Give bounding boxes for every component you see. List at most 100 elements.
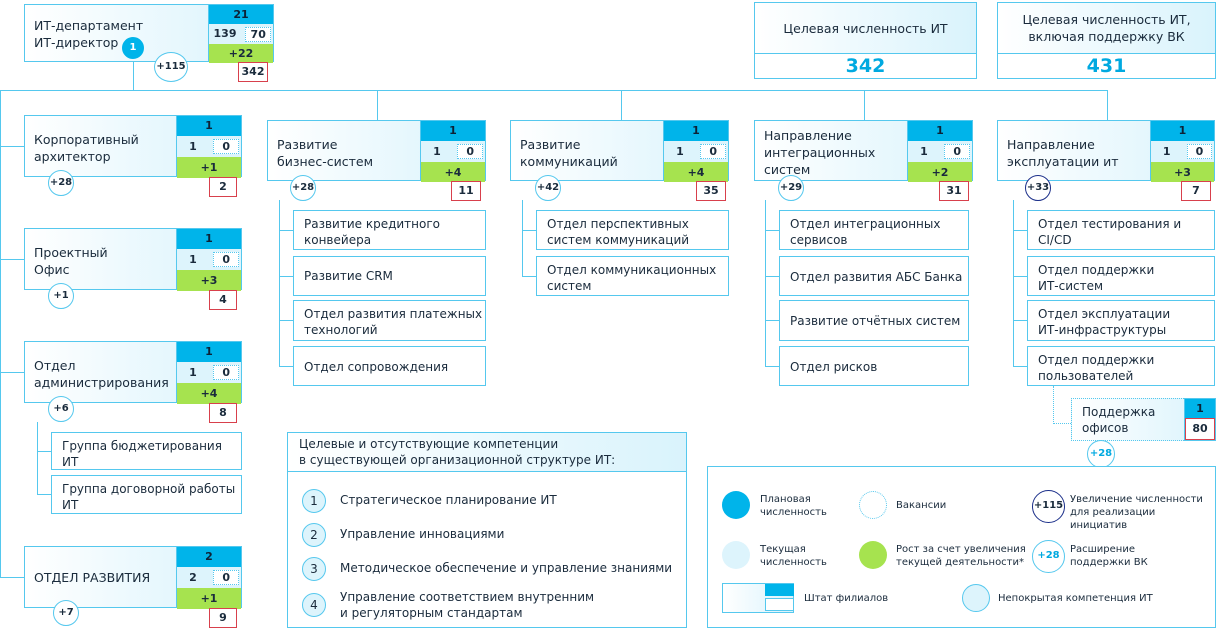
- unit-headcount-badge: 1 1 0 +2: [907, 120, 973, 182]
- initiative-swatch: +115: [1032, 490, 1065, 523]
- initiative-badge: +29: [778, 175, 804, 201]
- unit-total-headcount: 4: [209, 290, 237, 310]
- unit-title: Корпоративный архитектор: [34, 132, 139, 164]
- growth-count: +2: [908, 162, 972, 182]
- dept-prospective-comm: Отдел перспективных систем коммуникаций: [536, 210, 729, 250]
- current-headcount: 1: [189, 253, 197, 266]
- initiative-badge: +28: [290, 175, 316, 201]
- planned-headcount: 1: [1151, 121, 1214, 141]
- target-label: Целевая численность ИТ: [755, 3, 976, 54]
- vacancies-swatch: [859, 491, 887, 519]
- growth-count: +4: [421, 162, 485, 182]
- top-initiative-badge: +115: [154, 52, 188, 82]
- growth-swatch: [859, 541, 887, 569]
- target-box-it-vk: Целевая численность ИТ, включая поддержк…: [997, 2, 1216, 79]
- planned-headcount: 1: [177, 116, 241, 136]
- vacancies-count: 0: [1186, 144, 1212, 159]
- unit-total-headcount: 11: [451, 181, 481, 201]
- growth-count: +22: [209, 44, 273, 63]
- current-headcount: 139: [213, 27, 237, 40]
- unit-total-headcount: 7: [1181, 181, 1211, 201]
- main-horizontal-line: [0, 90, 1108, 91]
- office-support-connector: [1053, 386, 1071, 424]
- it-department-title: ИТ-департамент ИТ-директор: [34, 18, 144, 50]
- dept-risks: Отдел рисков: [779, 346, 969, 386]
- legend-expansion: Расширение поддержки ВК: [1070, 544, 1148, 568]
- initiative-badge: +28: [48, 170, 74, 196]
- competency-number: 4: [302, 593, 326, 617]
- competencies-panel: Целевые и отсутствующие компетенции в су…: [287, 432, 687, 628]
- competency-text: Управление соответствием внутренним и ре…: [340, 590, 595, 620]
- unit-title: ОТДЕЛ РАЗВИТИЯ: [34, 570, 151, 585]
- unit-title: Развитие коммуникаций: [520, 137, 618, 169]
- planned-headcount: 2: [177, 547, 241, 567]
- unit-total-headcount: 2: [209, 177, 237, 197]
- legend-vacancies: Вакансии: [896, 500, 947, 511]
- planned-headcount: 1: [908, 121, 972, 141]
- dept-crm: Развитие CRM: [293, 256, 486, 296]
- competencies-header: Целевые и отсутствующие компетенции в су…: [287, 432, 687, 472]
- drop-to-col-1: [377, 90, 378, 120]
- initiative-badge: +7: [53, 600, 79, 626]
- growth-count: +4: [177, 383, 241, 404]
- current-headcount: 1: [433, 145, 441, 158]
- legend-current: Текущая численность: [760, 544, 827, 568]
- current-headcount: 1: [676, 145, 684, 158]
- planned-headcount: 1: [177, 342, 241, 362]
- planned-swatch: [722, 491, 750, 519]
- uncovered-swatch: [962, 584, 990, 612]
- unit-total-headcount: 9: [209, 608, 237, 628]
- growth-count: +3: [1151, 162, 1214, 182]
- current-headcount: 2: [189, 571, 197, 584]
- office-support-badge: 1 80: [1184, 398, 1216, 441]
- competency-number: 2: [302, 523, 326, 547]
- initiative-badge: +33: [1025, 175, 1051, 201]
- competency-text: Методическое обеспечение и управление зн…: [340, 561, 673, 575]
- planned-headcount: 1: [1185, 399, 1215, 418]
- unit-title: Развитие бизнес-систем: [277, 137, 373, 169]
- current-headcount: 1: [1162, 145, 1171, 158]
- dept-reporting-systems: Развитие отчётных систем: [779, 300, 969, 341]
- trunk-to-unit-2: [0, 259, 24, 260]
- legend-initiative: Увеличение численности для реализации ин…: [1070, 494, 1203, 531]
- competencies-title: Целевые и отсутствующие компетенции в су…: [299, 437, 616, 467]
- office-support-title: Поддержка офисов: [1082, 405, 1156, 435]
- planned-headcount: 1: [177, 229, 241, 249]
- unit-title: Отдел администрирования: [34, 358, 169, 390]
- dept-budgeting-group: Группа бюджетирования ИТ: [51, 432, 242, 470]
- vacancies-count: 0: [213, 570, 239, 585]
- competency-number: 1: [302, 489, 326, 513]
- initiative-badge: +42: [535, 175, 561, 201]
- top-total-headcount: 342: [238, 62, 268, 82]
- unit-headcount-badge: 1 1 0 +3: [1150, 120, 1215, 182]
- initiative-badge: +6: [48, 396, 74, 422]
- trunk-to-unit-3: [0, 372, 24, 373]
- vacancies-count: 0: [944, 144, 970, 159]
- current-headcount: 1: [189, 140, 197, 153]
- dept-comm-systems: Отдел коммуникационных систем: [536, 256, 729, 296]
- growth-count: +4: [664, 162, 728, 182]
- current-headcount: 1: [189, 366, 197, 379]
- legend-planned: Плановая численность: [760, 494, 827, 518]
- drop-to-col-4: [1107, 90, 1108, 120]
- growth-count: +1: [177, 157, 241, 178]
- top-headcount-badge: 21 139 70 +22: [208, 4, 274, 63]
- branch-swatch: [722, 583, 794, 613]
- left-trunk-line: [0, 90, 1, 578]
- vacancies-count: 0: [700, 144, 726, 159]
- current-headcount: 1: [920, 145, 928, 158]
- admin-dept-connector: [37, 422, 38, 494]
- initiative-badge: +1: [48, 283, 74, 309]
- target-label: Целевая численность ИТ, включая поддержк…: [998, 3, 1215, 54]
- current-swatch: [722, 541, 750, 569]
- office-support-total: 80: [1185, 418, 1215, 440]
- vacancies-count: 70: [245, 27, 271, 42]
- expansion-swatch: +28: [1032, 540, 1065, 573]
- dept-abs-development: Отдел развития АБС Банка: [779, 256, 969, 296]
- growth-count: +3: [177, 270, 241, 291]
- dept-credit-pipeline: Развитие кредитного конвейера: [293, 210, 486, 250]
- unit-title: Проектный Офис: [34, 245, 108, 277]
